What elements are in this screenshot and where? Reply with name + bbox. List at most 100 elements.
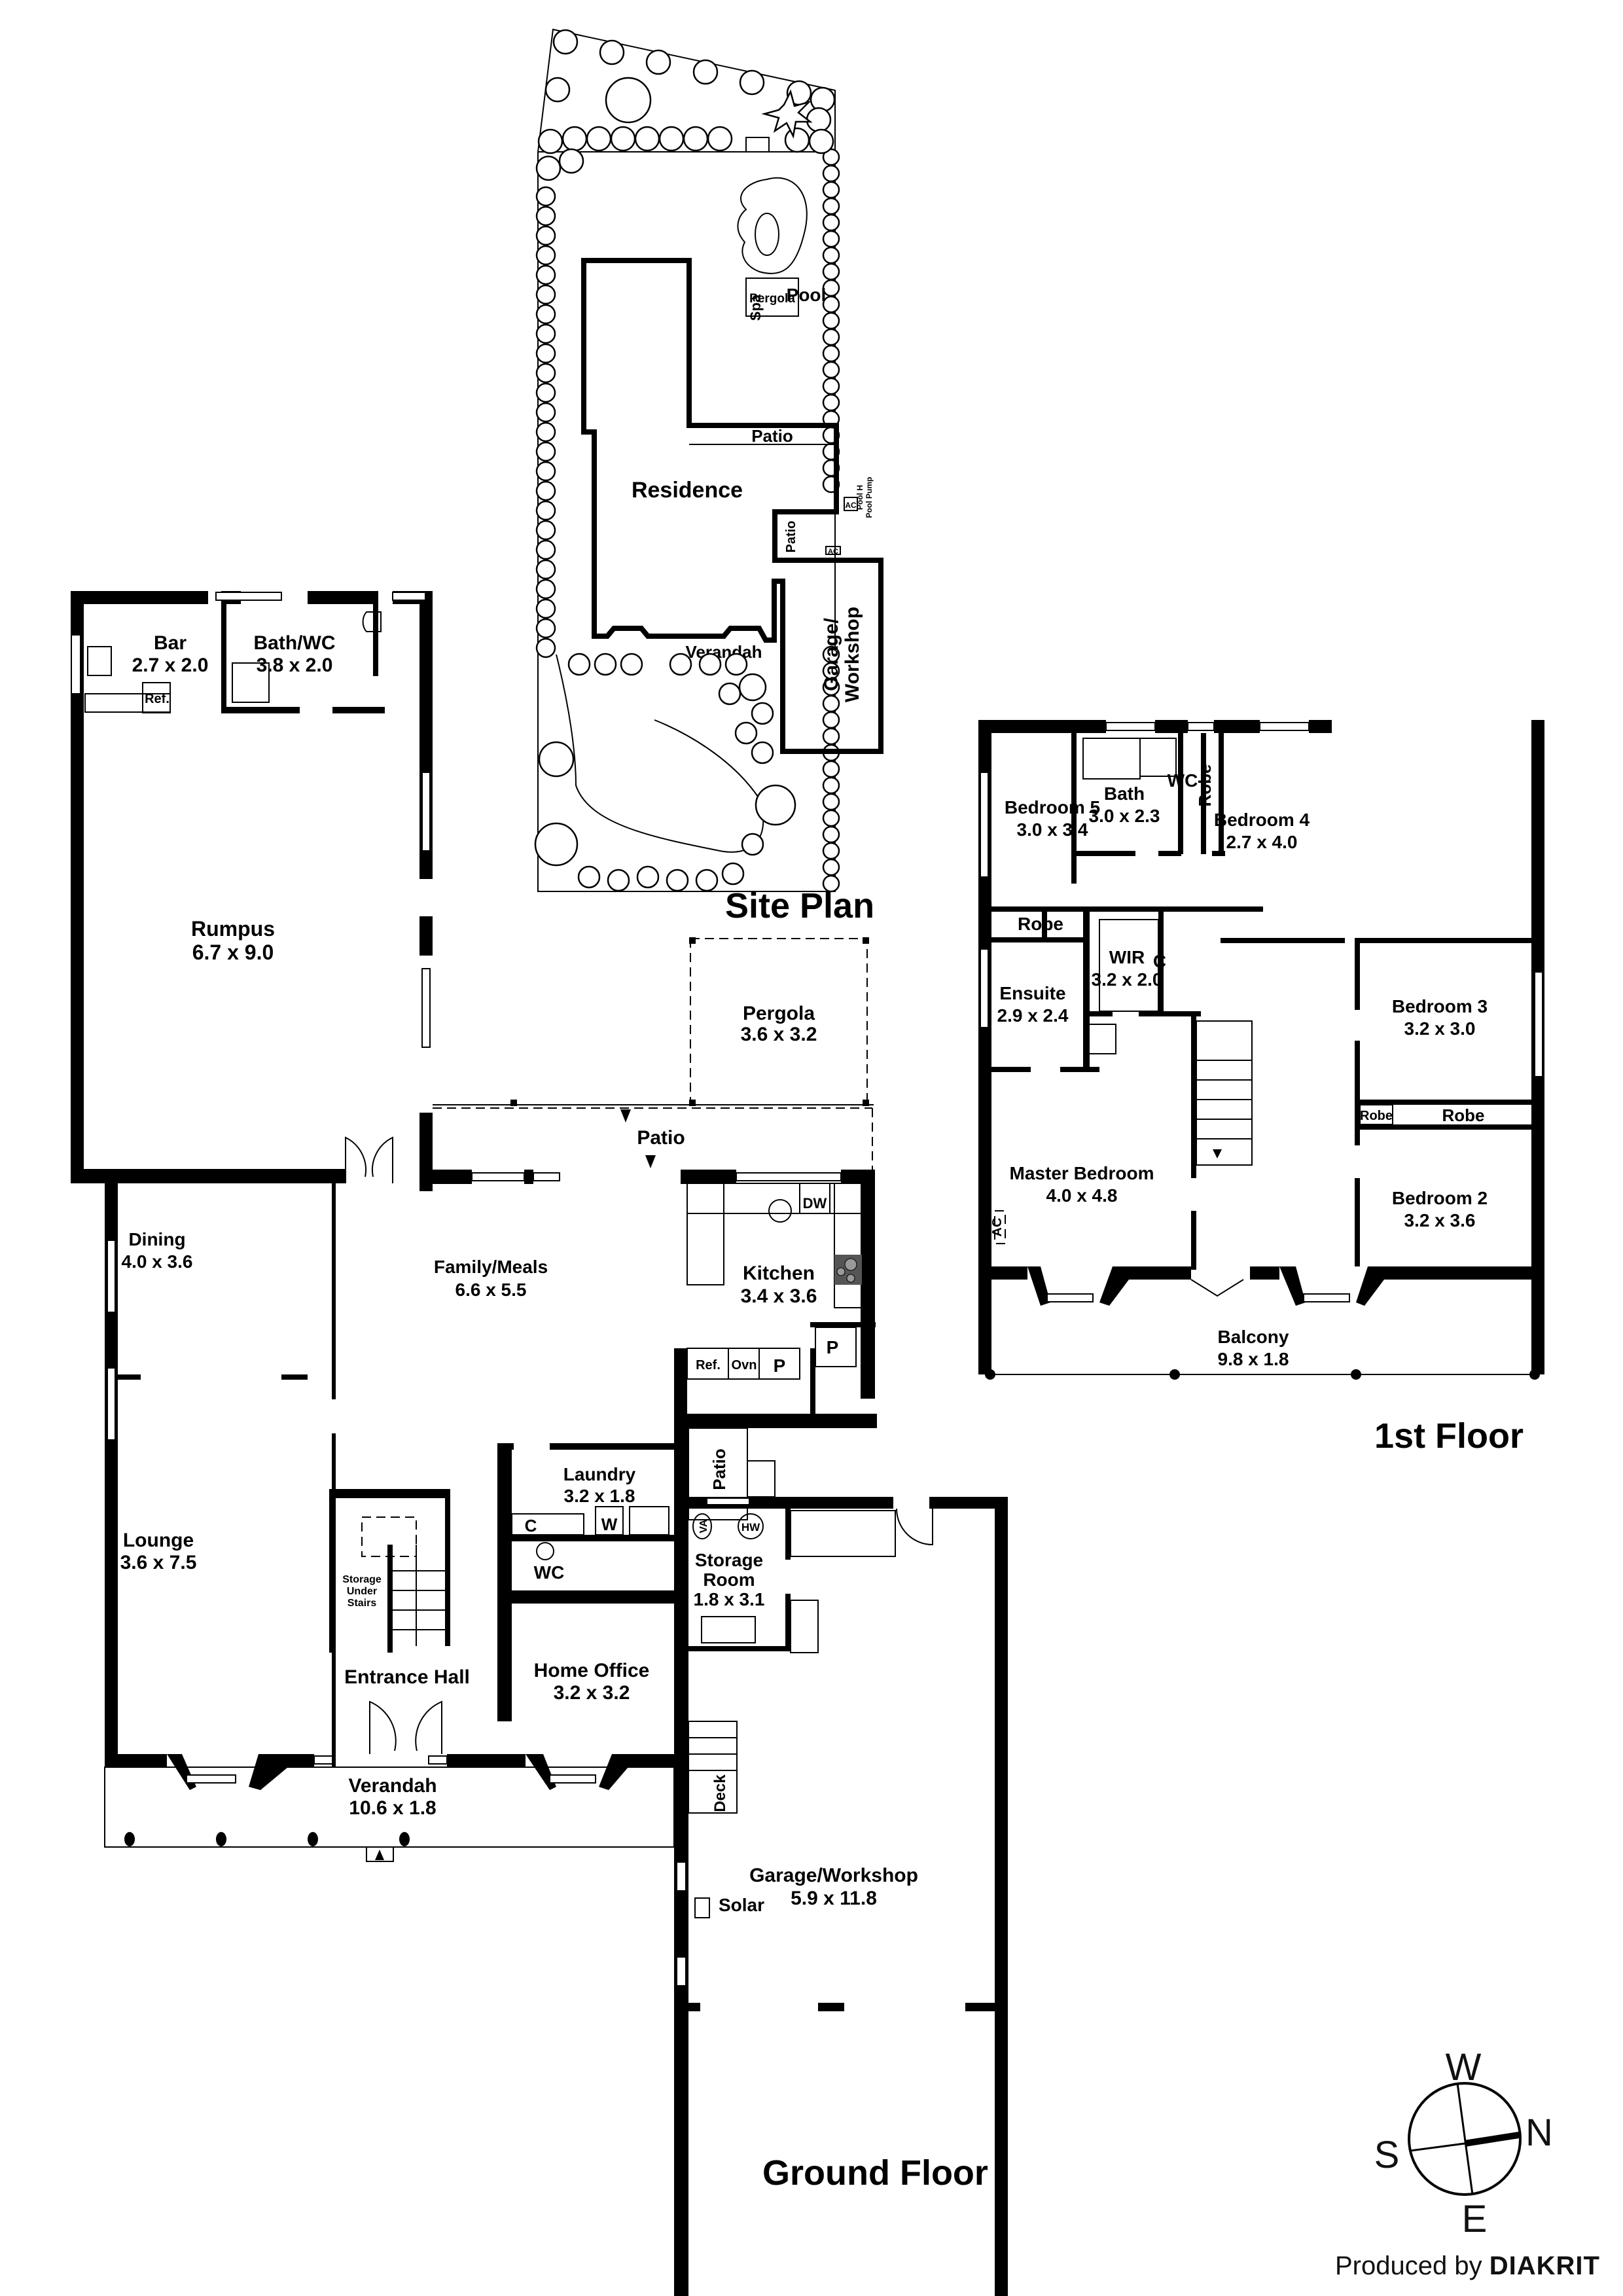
site-boundary: [537, 28, 836, 892]
wir-label: WIR: [1109, 947, 1145, 967]
solar-label: Solar: [719, 1895, 764, 1915]
laundry-label: Laundry: [563, 1464, 636, 1484]
wc-basin-icon: [536, 1542, 554, 1560]
site-ac-1: AC: [845, 501, 857, 510]
side-steps: [747, 1460, 776, 1498]
spa-shape: [755, 213, 779, 256]
bar-ref: Ref.: [145, 692, 169, 706]
arrow-up-icon: [375, 1850, 384, 1860]
bath-label: Bath: [1104, 783, 1145, 804]
pantry-1: P: [774, 1355, 786, 1376]
ff-ac-label: AC: [990, 1218, 1005, 1237]
balcony-door[interactable]: [1190, 1279, 1244, 1297]
storage-under-stairs-3: Stairs: [348, 1598, 377, 1609]
kitchen-ref: Ref.: [696, 1358, 721, 1372]
deck-label: Deck: [711, 1774, 729, 1812]
kitchen-ovn: Ovn: [732, 1358, 757, 1372]
garage-workshop-label: Garage/Workshop: [749, 1865, 918, 1886]
bedroom3-label: Bedroom 3: [1392, 996, 1488, 1016]
hedge-left: [535, 186, 556, 658]
ff-wc-label: WC: [1168, 770, 1198, 791]
laundry-w: W: [601, 1515, 618, 1534]
pergola-label: Pergola: [743, 1003, 815, 1024]
laundry-c: C: [525, 1516, 537, 1535]
bedroom2-dims: 3.2 x 3.6: [1404, 1210, 1476, 1230]
staircase: [1196, 1020, 1253, 1166]
pergola-outline: [690, 938, 868, 1105]
ensuite-shower-icon: [1086, 1024, 1116, 1054]
shower-icon: [1139, 738, 1177, 777]
garage-door-swing[interactable]: [896, 1508, 933, 1546]
bedroom5-label: Bedroom 5: [1005, 797, 1100, 817]
bar-label: Bar: [154, 632, 187, 654]
bar-sink-icon: [87, 646, 112, 676]
compass-e: E: [1462, 2198, 1488, 2240]
dining-label: Dining: [128, 1229, 185, 1249]
pantry-2: P: [827, 1337, 839, 1357]
hw-label: HW: [741, 1521, 760, 1534]
site-verandah-label: Verandah: [685, 642, 762, 662]
kitchen-dw: DW: [803, 1195, 827, 1211]
diakrit-logo: DIAKRIT: [1489, 2251, 1600, 2280]
pool-shape: [737, 177, 808, 274]
credit-line: Produced by DIAKRIT: [1335, 2251, 1600, 2281]
dining-dims: 4.0 x 3.6: [122, 1251, 193, 1272]
ground-floor-title: Ground Floor: [762, 2153, 988, 2193]
site-garage-label-2: Workshop: [842, 607, 863, 702]
residence-label: Residence: [632, 478, 743, 503]
first-floor: Bedroom 5 3.0 x 3.4 Robe Bath 3.0 x 2.3 …: [978, 720, 1544, 1456]
bedroom4-dims: 2.7 x 4.0: [1226, 832, 1298, 852]
wc-label: WC: [534, 1562, 565, 1583]
hedge-right: [822, 148, 840, 893]
site-patio-side-label: Patio: [784, 521, 798, 553]
master-bedroom-label: Master Bedroom: [1010, 1163, 1154, 1183]
compass-north-needle: [1464, 2132, 1520, 2147]
home-office-dims: 3.2 x 3.2: [554, 1682, 630, 1704]
verandah-label: Verandah: [348, 1775, 437, 1797]
home-office-label: Home Office: [534, 1660, 650, 1681]
lounge-dims: 3.6 x 7.5: [120, 1552, 197, 1573]
site-garage-label-1: Garage/: [821, 617, 842, 691]
trees-top: [535, 29, 836, 181]
family-meals-label: Family/Meals: [434, 1257, 548, 1277]
bathwc-label: Bath/WC: [254, 632, 336, 654]
bedroom3-dims: 3.2 x 3.0: [1404, 1018, 1476, 1039]
rumpus-label: Rumpus: [191, 917, 275, 941]
verandah-dims: 10.6 x 1.8: [349, 1797, 436, 1819]
bathtub-icon: [1082, 738, 1141, 780]
site-pool-h: Pool H: [855, 485, 865, 510]
storage-under-stairs-1: Storage: [342, 1574, 382, 1585]
bar-dims: 2.7 x 2.0: [132, 655, 209, 676]
compass-s: S: [1374, 2134, 1400, 2176]
va-label: VA: [698, 1519, 709, 1533]
compass: W N E S: [1374, 2046, 1553, 2240]
kitchen-label: Kitchen: [743, 1263, 815, 1284]
toilet-icon: [362, 611, 382, 632]
site-pool-pump: Pool Pump: [865, 477, 874, 518]
front-door[interactable]: [369, 1700, 442, 1754]
solar-unit-icon: [694, 1897, 710, 1918]
lounge-label: Lounge: [123, 1530, 194, 1551]
laundry-tub-icon: [629, 1506, 669, 1535]
french-door[interactable]: [345, 1136, 393, 1183]
site-pergola: [745, 278, 799, 317]
rumpus-dims: 6.7 x 9.0: [192, 941, 274, 964]
credit-prefix: Produced by: [1335, 2251, 1482, 2280]
robe-b4-label: Robe: [1195, 764, 1215, 807]
site-pergola-label: Pergola: [749, 292, 795, 306]
ensuite-label: Ensuite: [999, 983, 1065, 1003]
entrance-hall-label: Entrance Hall: [344, 1666, 470, 1688]
front-garden: [534, 653, 796, 892]
kitchen-dims: 3.4 x 3.6: [741, 1285, 817, 1307]
arrow-down-icon: [645, 1155, 656, 1168]
arrow-up-icon: [620, 1109, 631, 1122]
pergola-dims: 3.6 x 3.2: [741, 1024, 817, 1045]
robe-small-label: Robe: [1360, 1109, 1393, 1123]
garage-workshop-dims: 5.9 x 11.8: [791, 1888, 877, 1909]
pool-label: Pool: [787, 285, 827, 305]
shower-icon: [232, 662, 270, 703]
site-ac-2: AC: [828, 548, 838, 556]
site-plan-title: Site Plan: [725, 886, 874, 925]
compass-w: W: [1446, 2046, 1482, 2089]
